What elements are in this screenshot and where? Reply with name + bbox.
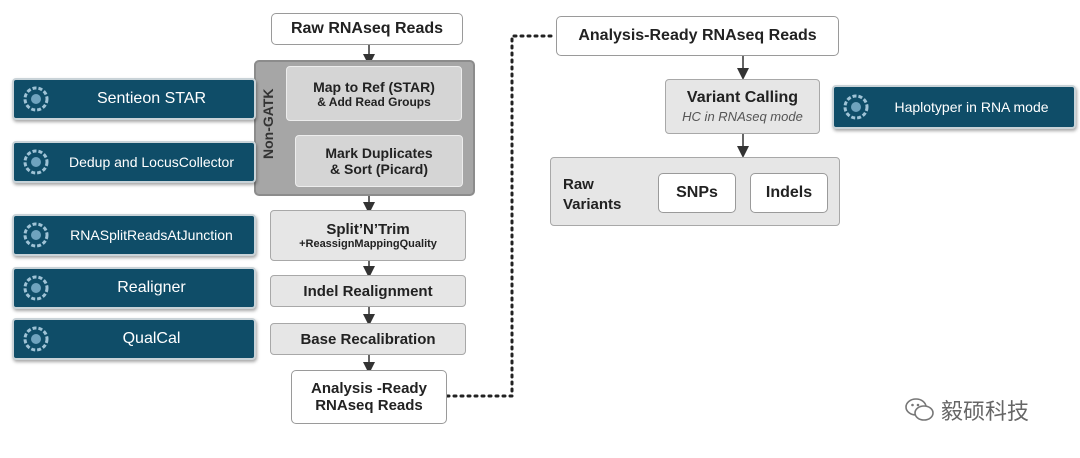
dedup-locuscollector-tool: Dedup and LocusCollector: [12, 141, 256, 183]
base-recalibration-label: Base Recalibration: [300, 330, 436, 348]
snps-label: SNPs: [676, 184, 718, 201]
raw-variants-line2: Variants: [563, 196, 622, 213]
analysis-ready-left-box: Analysis -Ready RNAseq Reads: [291, 370, 447, 424]
indel-realignment-box: Indel Realignment: [270, 275, 466, 307]
raw-variants-line1: Raw: [563, 176, 594, 193]
qualcal-label: QualCal: [122, 330, 181, 347]
watermark-text: 毅硕科技: [941, 399, 1030, 424]
qualcal-tool: QualCal: [12, 318, 256, 360]
raw-reads-box: Raw RNAseq Reads: [271, 13, 463, 45]
map-to-ref-line2: & Add Read Groups: [317, 94, 431, 109]
watermark: 毅硕科技: [905, 394, 1029, 426]
realigner-tool: Realigner: [12, 267, 256, 309]
analysis-ready-right-box: Analysis-Ready RNAseq Reads: [556, 16, 839, 56]
non-gatk-label: Non-GATK: [260, 88, 276, 160]
realigner-label: Realigner: [117, 279, 186, 296]
raw-variants-label: Raw Variants: [563, 175, 621, 215]
sentieon-star-tool: Sentieon STAR: [12, 78, 256, 120]
variant-calling-label: Variant Calling: [686, 89, 799, 106]
analysis-ready-left-line2: RNAseq Reads: [315, 397, 423, 414]
sentieon-logo-icon: [23, 149, 49, 175]
sentieon-star-label: Sentieon STAR: [96, 90, 207, 107]
split-trim-box: Split’N’Trim +ReassignMappingQuality: [270, 210, 466, 261]
dedup-locuscollector-label: Dedup and LocusCollector: [69, 154, 234, 170]
haplotyper-tool: Haplotyper in RNA mode: [832, 85, 1076, 129]
mark-dup-line1: Mark Duplicates: [325, 145, 433, 161]
sentieon-logo-icon: [23, 275, 49, 301]
variant-calling-box: Variant Calling HC in RNAseq mode: [665, 79, 820, 134]
raw-reads-label: Raw RNAseq Reads: [290, 20, 444, 37]
sentieon-logo-icon: [23, 222, 49, 248]
mark-duplicates-box: Mark Duplicates & Sort (Picard): [295, 135, 463, 187]
rnasplitreads-tool: RNASplitReadsAtJunction: [12, 214, 256, 256]
map-to-ref-box: Map to Ref (STAR) & Add Read Groups: [286, 66, 462, 121]
rnasplitreads-label: RNASplitReadsAtJunction: [70, 227, 233, 243]
mark-dup-line2: & Sort (Picard): [329, 161, 428, 177]
analysis-ready-right-label: Analysis-Ready RNAseq Reads: [578, 27, 817, 44]
base-recalibration-box: Base Recalibration: [270, 323, 466, 355]
indel-realignment-label: Indel Realignment: [303, 282, 433, 300]
sentieon-logo-icon: [23, 326, 49, 352]
analysis-ready-left-line1: Analysis -Ready: [311, 380, 427, 397]
snps-box: SNPs: [658, 173, 736, 213]
indels-box: Indels: [750, 173, 828, 213]
sentieon-logo-icon: [843, 94, 869, 120]
map-to-ref-line1: Map to Ref (STAR): [313, 78, 435, 95]
wechat-icon: [905, 398, 934, 421]
variant-calling-sub: HC in RNAseq mode: [682, 109, 803, 124]
sentieon-logo-icon: [23, 86, 49, 112]
split-trim-line1: Split’N’Trim: [326, 221, 410, 238]
haplotyper-label: Haplotyper in RNA mode: [894, 99, 1049, 115]
indels-label: Indels: [765, 184, 813, 201]
split-trim-line2: +ReassignMappingQuality: [299, 238, 437, 250]
